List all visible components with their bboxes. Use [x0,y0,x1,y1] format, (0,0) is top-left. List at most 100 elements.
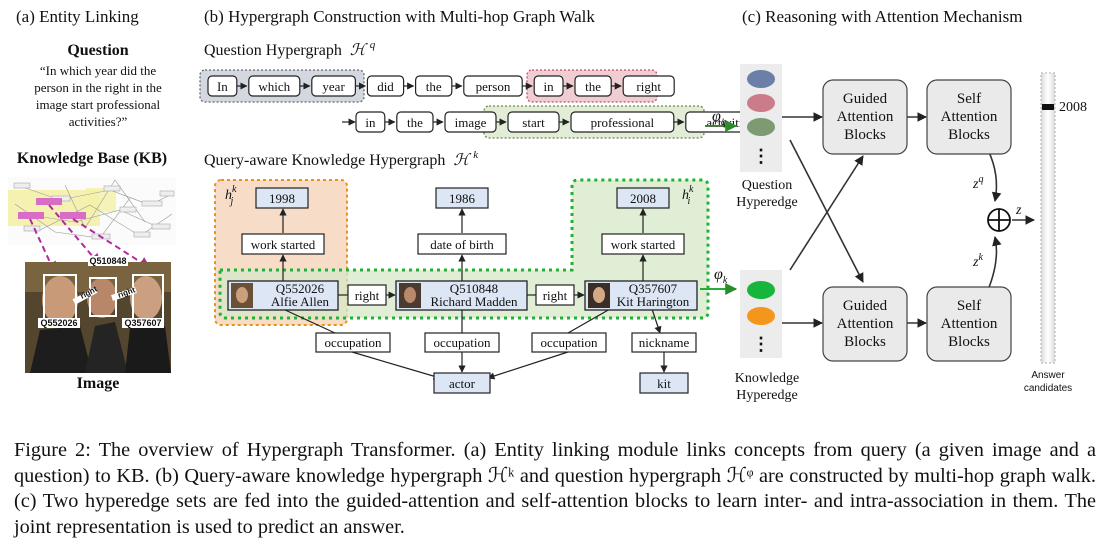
question-hyperedge-dot [747,118,775,136]
question-token: which [258,79,290,94]
knowledge-hyperedge-dot [747,281,775,299]
question-token: the [407,115,423,130]
question-hypergraph-sup: q [370,39,376,51]
question-line: activities?” [69,114,128,129]
block-label: Self [957,91,981,107]
z-label: z [1015,203,1022,218]
panel-a-title: (a) Entity Linking [16,7,139,26]
relation-text: occupation [433,335,491,350]
relation-text: work started [251,237,316,252]
photo-tag: Q552026 [40,318,77,328]
block-label: Self [957,298,981,314]
question-hyperedge-dot [747,70,775,88]
relation-text: date of birth [430,237,494,252]
question-hyperedge-label: Question [742,178,793,193]
entity-name: Richard Madden [430,294,518,309]
phi-k-label: φk [714,266,728,286]
question-hypergraph-symbol: ℋ [350,42,368,59]
knowledge-hyperedge-label: Knowledge [735,371,800,386]
block-label: Blocks [844,334,886,350]
kb-edges [279,208,668,380]
answer-selected-marker [1042,104,1054,110]
block-label: Attention [837,109,894,125]
value-node-1998 [255,187,309,209]
input-photo: right right Q510848 Q552026 Q357607 [25,256,171,373]
relation-text: work started [611,237,676,252]
caption-text: Figure 2: The overview of Hypergraph Tra… [14,439,1096,538]
question-token: year [322,79,345,94]
value-text: 1998 [269,191,295,206]
knowledge-hyperedge-label: Hyperedge [736,388,797,403]
entity-name: Kit Harington [617,294,690,309]
entity-id: Q357607 [629,281,678,296]
image-label: Image [77,375,120,392]
question-token: image [455,115,487,130]
attention-flow-arrows [782,112,1035,328]
panel-a: (a) Entity Linking Question “In which ye… [8,7,176,392]
question-token: did [377,79,394,94]
question-hypergraph-label: Question Hypergraph [204,42,342,59]
knowledge-hyperedge-dot [747,307,775,325]
dots-icon: ⋮ [752,334,770,354]
figure-canvas: (a) Entity Linking Question “In which ye… [8,7,1087,403]
question-token: start [522,115,545,130]
panel-c: (c) Reasoning with Attention Mechanism φ… [700,7,1087,403]
kb-value-nodes: 1998 1986 2008 actor kit [255,187,689,394]
value-text: actor [449,376,476,391]
zk-label: zk [972,252,983,270]
entity-link-lines [29,204,152,275]
relation-text: right [543,288,568,303]
block-label: Blocks [948,127,990,143]
relation-text: right [355,288,380,303]
kb-hypergraph-symbol: ℋ [453,152,471,169]
block-label: Blocks [844,127,886,143]
kb-graph-thumbnail [8,177,176,245]
value-node-kit [639,372,689,394]
panel-c-title: (c) Reasoning with Attention Mechanism [742,7,1022,26]
question-token-box [622,75,675,97]
question-hypergraph-title: Question Hypergraph ℋ q [204,39,376,59]
question-token: right [636,79,661,94]
figure-caption: Figure 2: The overview of Hypergraph Tra… [14,438,1096,540]
question-token: the [585,79,601,94]
question-token: In [217,79,228,94]
value-text: 1986 [449,191,476,206]
entity-id: Q552026 [276,281,325,296]
question-token: professional [591,115,655,130]
answer-candidates-label: Answer [1031,370,1065,381]
question-line: “In which year did the [40,63,156,78]
block-label: Attention [837,316,894,332]
value-node-1986 [435,187,489,209]
question-token: person [476,79,511,94]
value-text: kit [657,376,671,391]
question-line: person in the right in the [34,80,162,95]
question-heading: Question [67,42,128,59]
answer-candidates-bar [1040,72,1056,364]
relation-text: occupation [324,335,382,350]
entity-id: Q510848 [450,281,498,296]
kb-entity-nodes: Q552026 Alfie Allen Q510848 Richard Madd… [227,280,698,311]
kb-hypergraph-label: Query-aware Knowledge Hypergraph [204,152,445,169]
relation-text: occupation [540,335,598,350]
kb-hypergraph-title: Query-aware Knowledge Hypergraph ℋ k [204,149,479,169]
question-hyperedge-dot [747,94,775,112]
kb-relation-nodes: work started date of birth work started … [241,233,697,353]
question-hyperedge-label: Hyperedge [736,195,797,210]
block-label: Guided [843,91,888,107]
relation-text: nickname [639,335,690,350]
answer-candidates-label: candidates [1024,383,1072,394]
phi-q-label: φq [712,108,726,128]
block-label: Attention [941,109,998,125]
block-label: Attention [941,316,998,332]
question-line: image start professional [36,97,161,112]
zq-label: zq [972,174,983,192]
value-node-actor [433,372,491,394]
panel-b-title: (b) Hypergraph Construction with Multi-h… [204,7,595,26]
self-attention-block-top: Self Attention Blocks [926,79,1012,155]
question-token: the [426,79,442,94]
block-label: Guided [843,298,888,314]
